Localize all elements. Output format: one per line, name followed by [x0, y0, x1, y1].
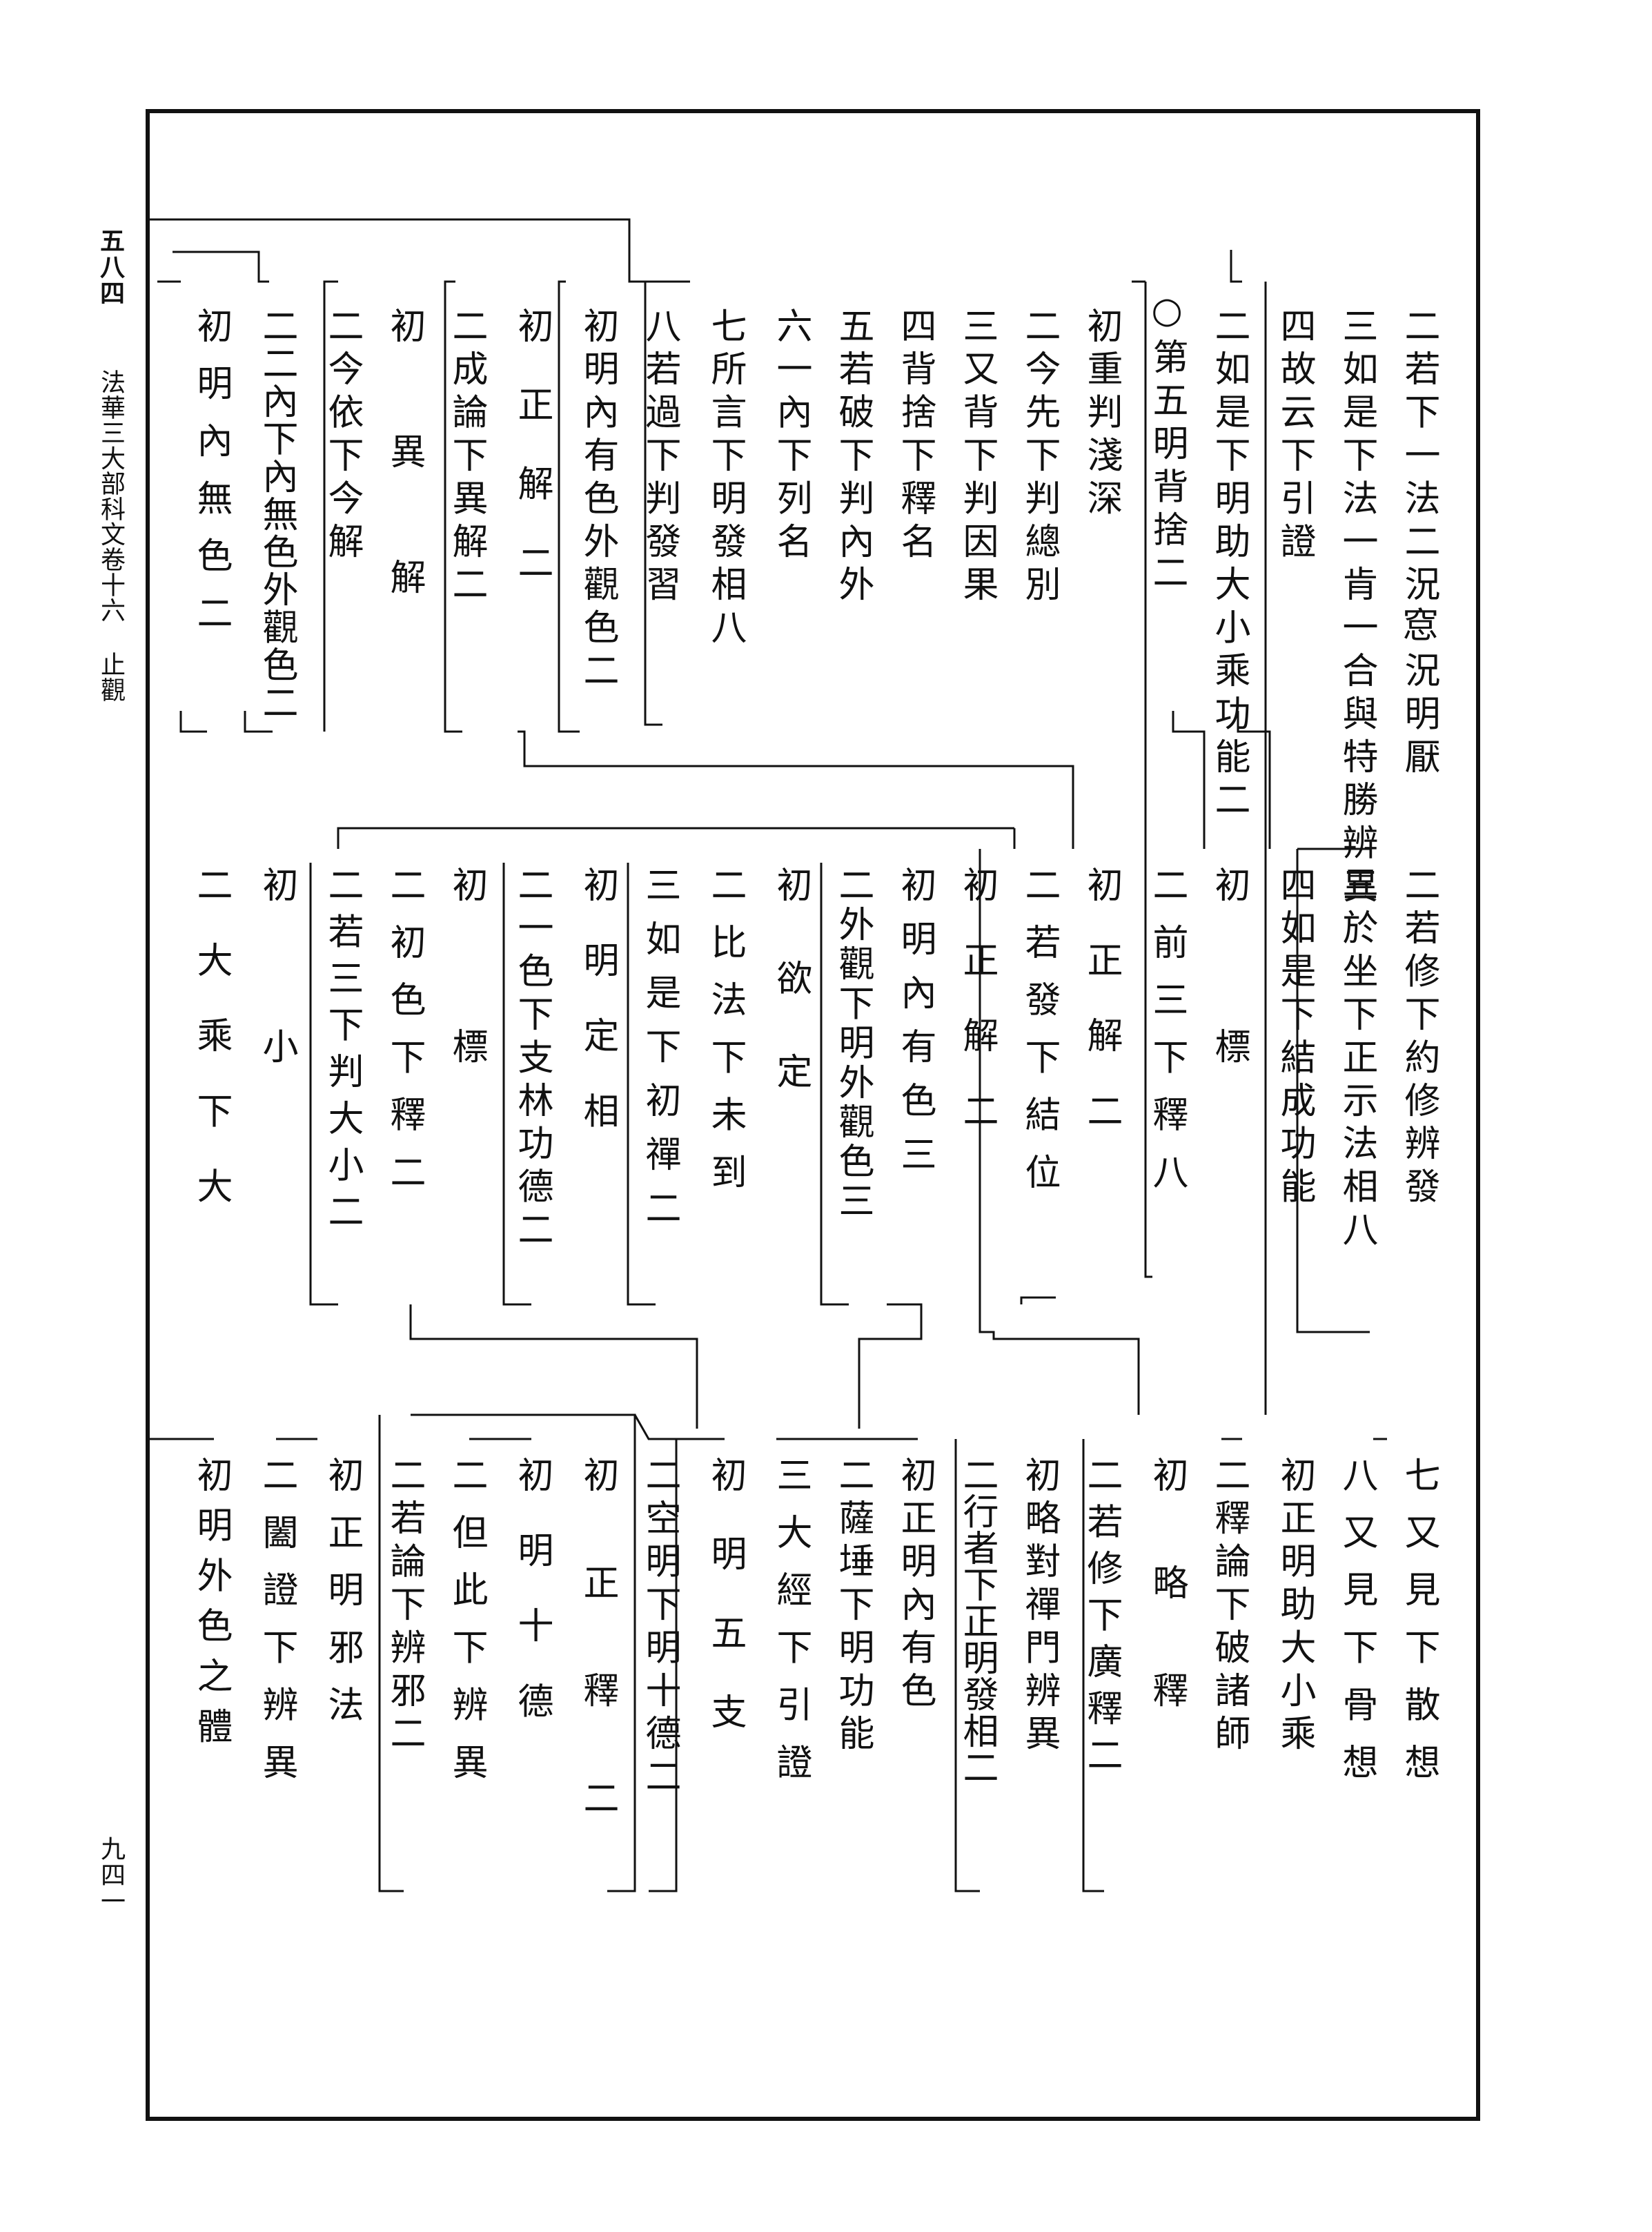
- entry-band3-c3: 初正明助大小乘: [1274, 1456, 1315, 1758]
- entry-band2-c4: 初標: [1208, 866, 1250, 1189]
- entry-band1-c15: 初正解二: [511, 307, 553, 623]
- entry-band3-c12: 初明五支: [705, 1456, 746, 1772]
- entry-band2-c11: 初欲定: [770, 866, 812, 1146]
- entry-band2-c8: 初正解二: [956, 866, 998, 1168]
- entry-band1-c6: 初重判淺深: [1081, 307, 1122, 522]
- entry-band2-c3: 四如是下結成功能: [1274, 866, 1315, 1211]
- entry-band3-c17: 二若論下辨邪二: [384, 1456, 425, 1758]
- entry-band3-c15: 初明十德: [511, 1456, 553, 1758]
- entry-band3-c2: 八又見下骨想: [1336, 1456, 1377, 1801]
- border-frame: [146, 109, 1480, 2121]
- entry-band3-c5: 初略釋: [1146, 1456, 1188, 1779]
- page-header-label: 五八四: [96, 228, 125, 306]
- entry-band3-c8: 二行者下正明發相二: [956, 1456, 998, 1786]
- entry-band3-c6: 二若修下廣釋二: [1081, 1456, 1122, 1783]
- entry-band3-c10: 二薩埵下明功能: [832, 1456, 874, 1758]
- entry-band3-c19: 二闔證下辨異: [256, 1456, 297, 1801]
- entry-band3-c11: 三大經下引證: [770, 1456, 812, 1801]
- page-number: 九四一: [97, 1836, 125, 1915]
- entry-band1-c18: 二今依下今解: [322, 307, 363, 566]
- entry-band2-c6: 初正解二: [1081, 866, 1122, 1168]
- entry-band1-c3: 四故云下引證: [1274, 307, 1315, 566]
- entry-band3-c4: 二釋論下破諸師: [1208, 1456, 1250, 1758]
- volume-title: 法華三大部科文卷十六 止觀: [97, 369, 125, 703]
- entry-band1-c20: 初明內無色二: [190, 307, 232, 652]
- entry-band1-c12: 七所言下明發相八: [705, 307, 746, 652]
- entry-band2-c19: 初小: [256, 866, 297, 1189]
- entry-band2-c13: 三如是下初禪二: [639, 866, 680, 1243]
- entry-band1-c1: 二若下一法二況𥦗況明厭: [1398, 307, 1439, 781]
- entry-band1-c10: 五若破下判內外: [832, 307, 874, 609]
- entry-band1-c11: 六一內下列名: [770, 307, 812, 566]
- entry-band3-c13: 二空明下明十德二: [639, 1456, 680, 1801]
- entry-band2-c15: 二一色下支林功德二: [511, 866, 553, 1254]
- entry-band2-c17: 二初色下釋二: [384, 866, 425, 1211]
- entry-band2-c2: 三於坐下正示法相八: [1336, 866, 1377, 1254]
- entry-band2-c5: 二前三下釋八: [1146, 866, 1188, 1211]
- entry-band1-c16: 二成論下異解二: [446, 307, 487, 609]
- entry-band1-c5: ○第五明背捨二: [1146, 290, 1188, 597]
- entry-band3-c7: 初略對禪門辨異: [1019, 1456, 1060, 1758]
- entry-band1-c9: 四背捨下釋名: [894, 307, 936, 566]
- entry-band3-c9: 初正明內有色: [894, 1456, 936, 1715]
- entry-band3-c20: 初明外色之體: [190, 1456, 232, 1758]
- entry-band1-c4: 二如是下明助大小乘功能二: [1208, 307, 1250, 824]
- entry-band1-c7: 二今先下判總別: [1019, 307, 1060, 609]
- entry-band2-c16: 初標: [446, 866, 487, 1189]
- entry-band2-c14: 初明定相: [577, 866, 618, 1168]
- entry-band3-c14: 初正釋二: [577, 1456, 618, 1887]
- entry-band2-c7: 二若發下結位: [1019, 866, 1060, 1211]
- entry-band1-c17: 初異解: [384, 307, 425, 684]
- entry-band1-c8: 三又背下判因果: [956, 307, 998, 609]
- entry-band1-c2: 三如是下法一肯一合與特勝辨異: [1336, 307, 1377, 910]
- entry-band3-c16: 二但此下辨異: [446, 1456, 487, 1801]
- entry-band1-c14: 初明內有色外觀色二: [577, 307, 618, 695]
- entry-band2-c1: 二若修下約修辨發: [1398, 866, 1439, 1211]
- bracket-lines: [149, 218, 1387, 1892]
- entry-band3-c18: 初正明邪法: [322, 1456, 363, 1743]
- entry-band1-c19: 二二內下內無色外觀色二: [256, 307, 297, 722]
- entry-band3-c1: 七又見下散想: [1398, 1456, 1439, 1801]
- entry-band1-c13: 八若過下判發習: [639, 307, 680, 609]
- entry-band2-c12: 二比法下未到: [705, 866, 746, 1211]
- entry-band2-c10: 二外觀下明外觀色三: [832, 866, 874, 1222]
- entry-band2-c20: 二大乘下大: [190, 866, 232, 1243]
- entry-band2-c9: 初明內有色三: [894, 866, 936, 1189]
- entry-band2-c18: 二若三下判大小二: [322, 866, 363, 1240]
